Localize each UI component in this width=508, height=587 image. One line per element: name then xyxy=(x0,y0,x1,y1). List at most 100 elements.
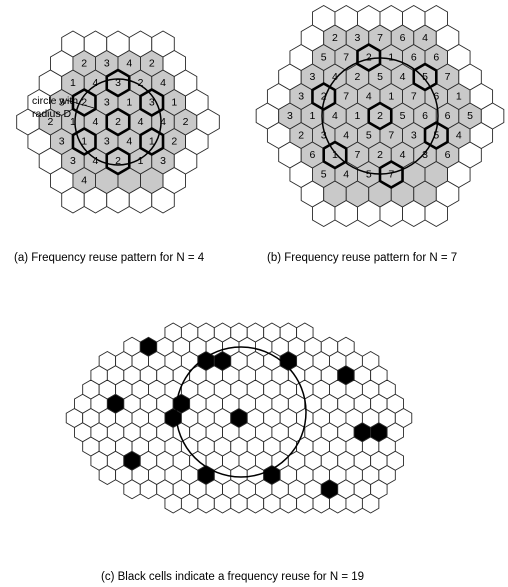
cell-channel-label: 4 xyxy=(160,77,166,89)
cell-channel-label: 3 xyxy=(59,136,65,148)
cell-channel-label: 3 xyxy=(411,130,417,142)
cell-channel-label: 7 xyxy=(343,91,349,103)
cell-empty xyxy=(480,102,505,130)
cluster-outline xyxy=(139,88,165,117)
cell-channel-label: 3 xyxy=(59,97,65,109)
cell-channel-label: 7 xyxy=(411,91,417,103)
cell-channel-label: 2 xyxy=(298,130,304,142)
cell-channel-label: 4 xyxy=(160,116,166,128)
cell-channel-label: 1 xyxy=(310,110,316,122)
cell-channel-label: 4 xyxy=(126,136,132,148)
cell-empty xyxy=(386,450,404,471)
cell-channel-label: 2 xyxy=(115,116,121,128)
cell-channel-label: 6 xyxy=(433,91,439,103)
cell-channel-label: 1 xyxy=(70,77,76,89)
cell-channel-label: 3 xyxy=(104,97,110,109)
cell-channel-label: 1 xyxy=(355,110,361,122)
cell-channel-label: 4 xyxy=(81,175,87,187)
cell-channel-label: 2 xyxy=(183,116,189,128)
cluster-outline xyxy=(139,127,165,156)
cell-channel-label: 7 xyxy=(388,130,394,142)
cell-channel-label: 5 xyxy=(377,71,383,83)
cell-channel-label: 1 xyxy=(171,97,177,109)
cell-channel-label: 5 xyxy=(321,169,327,181)
cell-channel-label: 6 xyxy=(400,32,406,44)
cell-channel-label: 1 xyxy=(456,91,462,103)
cell-channel-label: 7 xyxy=(445,71,451,83)
cluster-outline xyxy=(311,82,337,111)
cell-channel-label: 5 xyxy=(400,110,406,122)
cell-channel-label: 1 xyxy=(388,52,394,64)
cell-channel-label: 2 xyxy=(321,91,327,103)
reuse-distance-circle xyxy=(321,57,439,175)
panel-c-hex-grid xyxy=(65,322,413,514)
cell-channel-label: 3 xyxy=(321,130,327,142)
cell-empty xyxy=(196,108,220,136)
cluster-outline xyxy=(367,101,393,131)
cell-empty xyxy=(394,407,413,429)
cell-channel-label: 1 xyxy=(81,136,87,148)
cell-channel-label: 4 xyxy=(126,58,132,70)
cell-channel-label: 4 xyxy=(343,130,349,142)
cell-channel-label: 4 xyxy=(332,110,338,122)
cell-channel-label: 5 xyxy=(366,130,372,142)
cell-channel-label: 4 xyxy=(343,169,349,181)
cell-channel-label: 2 xyxy=(377,149,383,161)
cell-channel-label: 2 xyxy=(138,77,144,89)
cell-channel-label: 2 xyxy=(332,32,338,44)
cluster-outline xyxy=(412,62,438,92)
cell-channel-label: 6 xyxy=(445,149,451,161)
cell-channel-label: 4 xyxy=(138,116,144,128)
cell-channel-label: 2 xyxy=(81,58,87,70)
cell-channel-label: 3 xyxy=(287,110,293,122)
cell-channel-label: 2 xyxy=(171,136,177,148)
cell-channel-label: 5 xyxy=(366,169,372,181)
cluster-outline xyxy=(105,68,131,98)
cell-channel-label: 3 xyxy=(104,136,110,148)
cell-channel-label: 1 xyxy=(332,149,338,161)
cluster-outline xyxy=(378,160,404,189)
cell-channel-label: 1 xyxy=(70,116,76,128)
cell-channel-label: 3 xyxy=(70,155,76,167)
cell-channel-label: 3 xyxy=(310,71,316,83)
cell-channel-label: 5 xyxy=(433,130,439,142)
cell-channel-label: 1 xyxy=(126,97,132,109)
cell-channel-label: 6 xyxy=(433,52,439,64)
cell-channel-label: 6 xyxy=(445,110,451,122)
cluster-outline xyxy=(71,88,97,117)
cluster-outline xyxy=(423,121,449,150)
cluster-outline xyxy=(356,43,382,72)
cluster-outline xyxy=(322,140,348,170)
cell-channel-label: 4 xyxy=(332,71,338,83)
panel-a-annotation-leader xyxy=(65,99,95,109)
cell-channel-label: 2 xyxy=(377,110,383,122)
cell-channel-label: 6 xyxy=(411,52,417,64)
cell-channel-label: 2 xyxy=(366,52,372,64)
cell-channel-label: 4 xyxy=(93,77,99,89)
cell-channel-label: 4 xyxy=(456,130,462,142)
cell-channel-label: 4 xyxy=(93,116,99,128)
panel-a-annotation-line1: circle with xyxy=(32,95,78,107)
cell-channel-label: 3 xyxy=(104,58,110,70)
cell-channel-label: 4 xyxy=(422,32,428,44)
cell-channel-label: 6 xyxy=(422,110,428,122)
cell-channel-label: 7 xyxy=(388,169,394,181)
cell-channel-label: 5 xyxy=(467,110,473,122)
reuse-distance-circle xyxy=(175,346,307,478)
cell-channel-label: 6 xyxy=(310,149,316,161)
reuse-distance-circle xyxy=(74,78,162,166)
cell-channel-label: 3 xyxy=(355,32,361,44)
cell-channel-label: 2 xyxy=(355,71,361,83)
panel-c-caption: (c) Black cells indicate a frequency reu… xyxy=(101,571,364,583)
cell-channel-label: 3 xyxy=(298,91,304,103)
cell-channel-label: 5 xyxy=(422,71,428,83)
cell-channel-label: 5 xyxy=(321,52,327,64)
cell-channel-label: 1 xyxy=(138,155,144,167)
panel-a-annotation-line2: radius D xyxy=(32,108,72,120)
cell-channel-label: 7 xyxy=(343,52,349,64)
cell-channel-label: 3 xyxy=(422,149,428,161)
cell-channel-label: 4 xyxy=(366,91,372,103)
